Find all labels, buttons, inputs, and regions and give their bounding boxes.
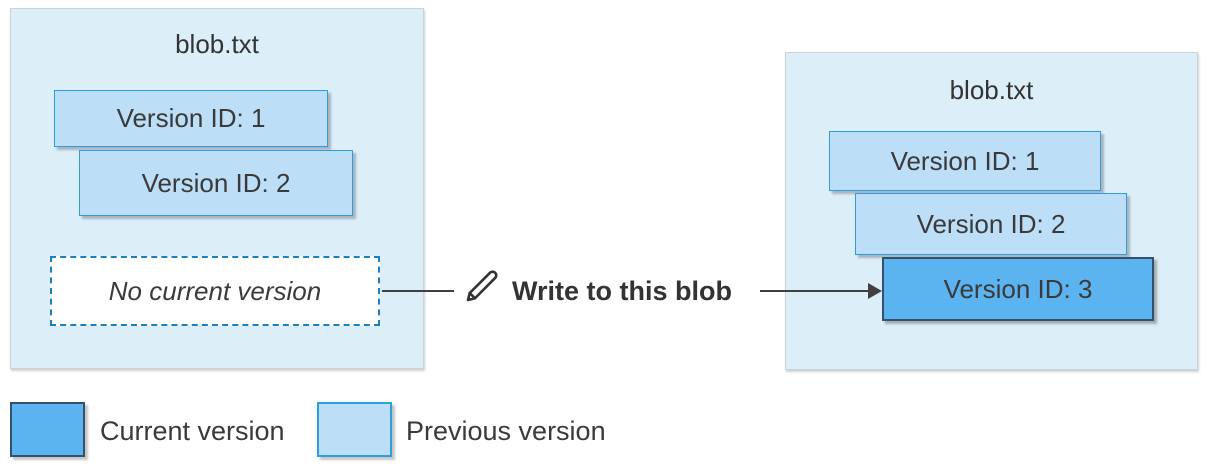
blob-title: blob.txt [949,75,1034,105]
version-card-label: Version ID: 1 [116,103,266,133]
version-card-label: Version ID: 1 [890,145,1040,176]
version-card-previous: Version ID: 1 [54,90,328,147]
connector-line-left [382,290,454,292]
no-current-version-label: No current version [108,275,322,306]
pencil-icon [466,270,498,302]
version-card-label: Version ID: 2 [916,208,1066,239]
legend-label-current: Current version [100,416,285,446]
arrowhead-icon [868,283,882,299]
version-card-previous: Version ID: 1 [829,131,1101,191]
blob-title: blob.txt [175,29,259,59]
write-action-label: Write to this blob [512,276,732,306]
version-card-current: Version ID: 3 [882,257,1154,321]
version-card-previous: Version ID: 2 [855,193,1127,255]
version-card-label: Version ID: 3 [943,273,1093,304]
legend-label-previous: Previous version [406,416,606,446]
version-card-label: Version ID: 2 [141,167,291,198]
legend-swatch-previous [317,402,392,457]
legend-swatch-current [10,402,85,457]
connector-line-right [760,290,869,292]
no-current-version-box: No current version [50,256,380,326]
version-card-previous: Version ID: 2 [79,150,353,216]
